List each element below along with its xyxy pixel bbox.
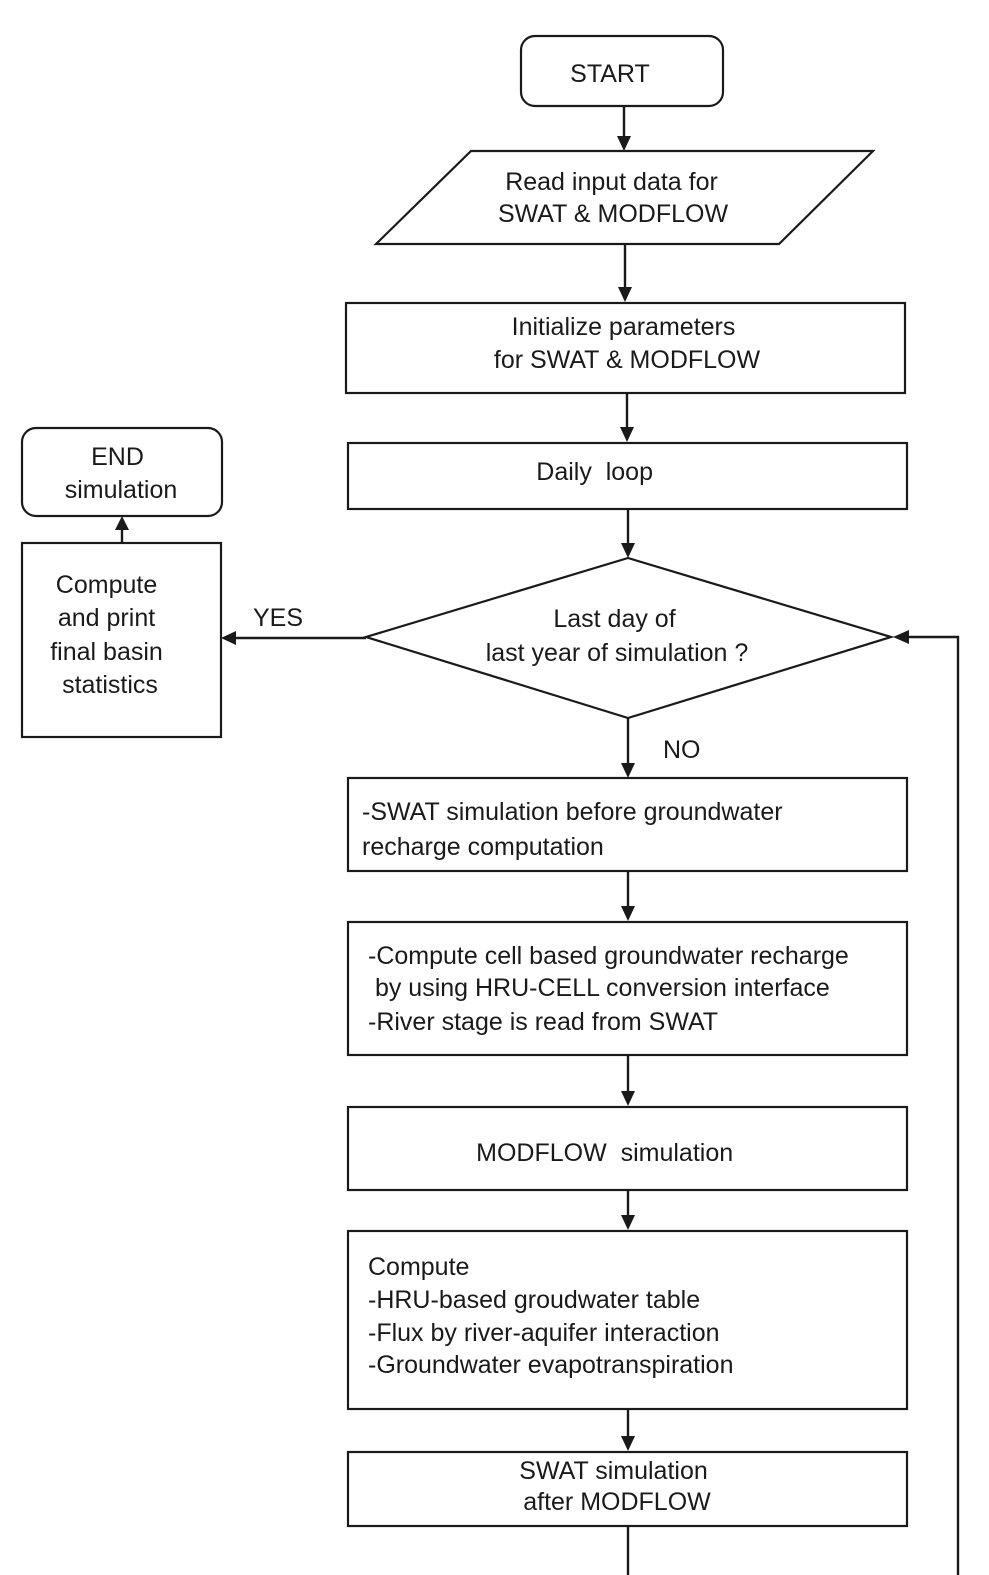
compute-gw-line-4: -Groundwater evapotranspiration [368,1351,733,1379]
modflow-box [346,1105,909,1192]
arrowhead-computegw-to-swatafter [621,1436,635,1451]
read-input-parallelogram [373,149,876,246]
arrowhead-daily-to-decision [621,543,635,558]
swat-after-line-2: after MODFLOW [523,1488,711,1516]
arrowhead-compute-to-end [115,516,129,530]
recharge-line-3: -River stage is read from SWAT [368,1008,718,1036]
compute-gw-text: Compute -HRU-based groudwater table -Flu… [368,1253,733,1379]
swat-after-box [346,1450,909,1528]
compute-stats-line-2: and print [58,604,155,632]
decision-diamond [362,556,895,720]
daily-text: Daily loop [0,0,688,486]
end-terminal [20,426,224,518]
start-terminal [519,34,725,108]
read-input-line-2: SWAT & MODFLOW [498,200,728,228]
arrowhead-swatbefore-to-recharge [621,906,635,921]
compute-gw-box [346,1229,909,1411]
end-line-1: END [91,443,144,471]
decision-line-2: last year of simulation ? [486,639,749,667]
swat-before-line-1: -SWAT simulation before groundwater [362,798,783,826]
decision-line-1: Last day of [553,605,675,633]
recharge-box [346,920,909,1057]
compute-stats-box [20,541,223,739]
compute-stats-line-4: statistics [62,671,158,699]
arrowhead-start-to-read [617,136,631,151]
init-parameters-box [344,301,907,395]
decision-text: Last day of last year of simulation ? [486,605,749,667]
recharge-line-1: -Compute cell based groundwater recharge [368,942,849,970]
compute-stats-line-1: Compute [56,571,157,599]
edge-loop-return [907,635,960,1575]
arrowhead-init-to-daily [620,427,634,442]
arrowhead-recharge-to-modflow [621,1091,635,1106]
modflow-text: MODFLOW simulation [476,1139,733,1167]
read-input-line-1: Read input data for [505,168,718,196]
arrowhead-modflow-to-computegw [621,1215,635,1230]
arrowhead-decision-no [621,763,635,778]
node-texts: START Read input data for SWAT & MODFLOW… [0,0,849,1516]
compute-gw-line-1: Compute [368,1253,469,1281]
arrowhead-decision-yes [221,631,236,645]
end-text: END simulation [65,443,178,504]
end-line-2: simulation [65,476,178,504]
daily-line-1: Daily loop [536,458,653,486]
start-line-1: START [570,60,650,88]
swat-after-text: SWAT simulation after MODFLOW [519,1457,714,1516]
edges [115,106,960,1575]
recharge-text: -Compute cell based groundwater recharge… [368,942,849,1036]
compute-stats-text: Compute and print final basin statistics [50,571,170,699]
swat-before-line-2: recharge computation [362,833,604,861]
no-label: NO [663,736,701,764]
compute-gw-line-2: -HRU-based groudwater table [368,1286,700,1314]
recharge-line-2: by using HRU-CELL conversion interface [368,974,830,1002]
yes-label: YES [253,604,303,632]
swat-before-box [346,776,909,873]
swat-after-line-1: SWAT simulation [519,1457,707,1485]
arrowhead-read-to-init [618,287,632,302]
swat-before-text: -SWAT simulation before groundwater rech… [362,798,790,861]
modflow-line-1: MODFLOW simulation [476,1139,733,1167]
read-input-text: Read input data for SWAT & MODFLOW [498,168,728,228]
arrowhead-loop-return [893,630,909,644]
init-line-2: for SWAT & MODFLOW [494,346,761,374]
daily-loop-box [346,441,909,511]
compute-stats-line-3: final basin [50,638,163,666]
nodes [20,34,909,1528]
compute-gw-line-3: -Flux by river-aquifer interaction [368,1319,720,1347]
init-line-1: Initialize parameters [512,313,736,341]
start-text: START [570,60,650,88]
init-text: Initialize parameters for SWAT & MODFLOW [494,313,761,374]
